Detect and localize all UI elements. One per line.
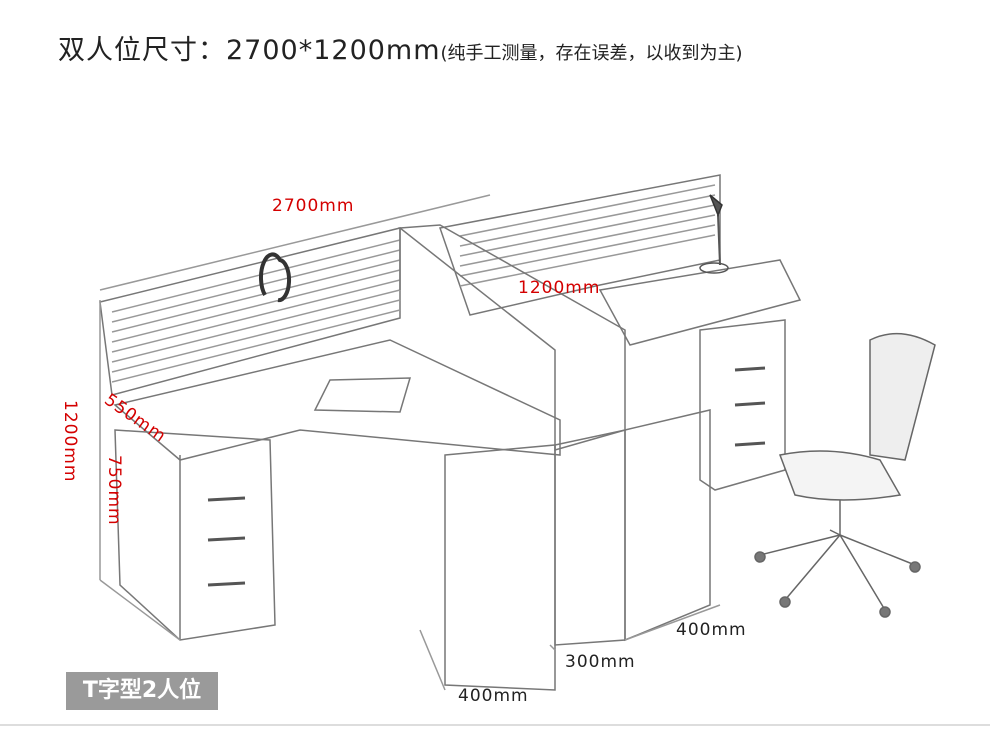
title-main: 双人位尺寸：2700*1200mm (58, 35, 441, 66)
page-title: 双人位尺寸：2700*1200mm(纯手工测量，存在误差，以收到为主) (58, 28, 743, 67)
left-screen-panel (99, 227, 401, 396)
dimension-screen-height: 1200mm (60, 400, 80, 483)
laptop (313, 377, 412, 413)
dimension-line-top (99, 194, 491, 291)
left-desk-top (113, 339, 561, 461)
right-end-panel (624, 409, 711, 642)
center-cabinet (398, 224, 626, 451)
dimension-depth: 1200mm (518, 278, 601, 298)
dimension-bottom-middle: 300mm (565, 652, 636, 672)
right-pedestal (699, 319, 786, 491)
right-screen-panel (439, 174, 721, 316)
headphones (258, 252, 292, 303)
title-note: (纯手工测量，存在误差，以收到为主) (440, 43, 743, 64)
bottom-dimension-lines (99, 300, 721, 691)
office-chair (754, 332, 936, 618)
dimension-bottom-left: 400mm (458, 686, 529, 706)
dimension-total-width: 2700mm (272, 196, 355, 216)
right-desk-top (598, 259, 802, 346)
left-pedestal (114, 429, 276, 641)
front-panel (444, 444, 556, 691)
dimension-bottom-right: 400mm (676, 620, 747, 640)
model-badge: T字型2人位 (66, 672, 218, 710)
desk-lamp (699, 194, 729, 274)
dimension-desk-height: 750mm (104, 455, 124, 526)
divider (0, 724, 990, 726)
